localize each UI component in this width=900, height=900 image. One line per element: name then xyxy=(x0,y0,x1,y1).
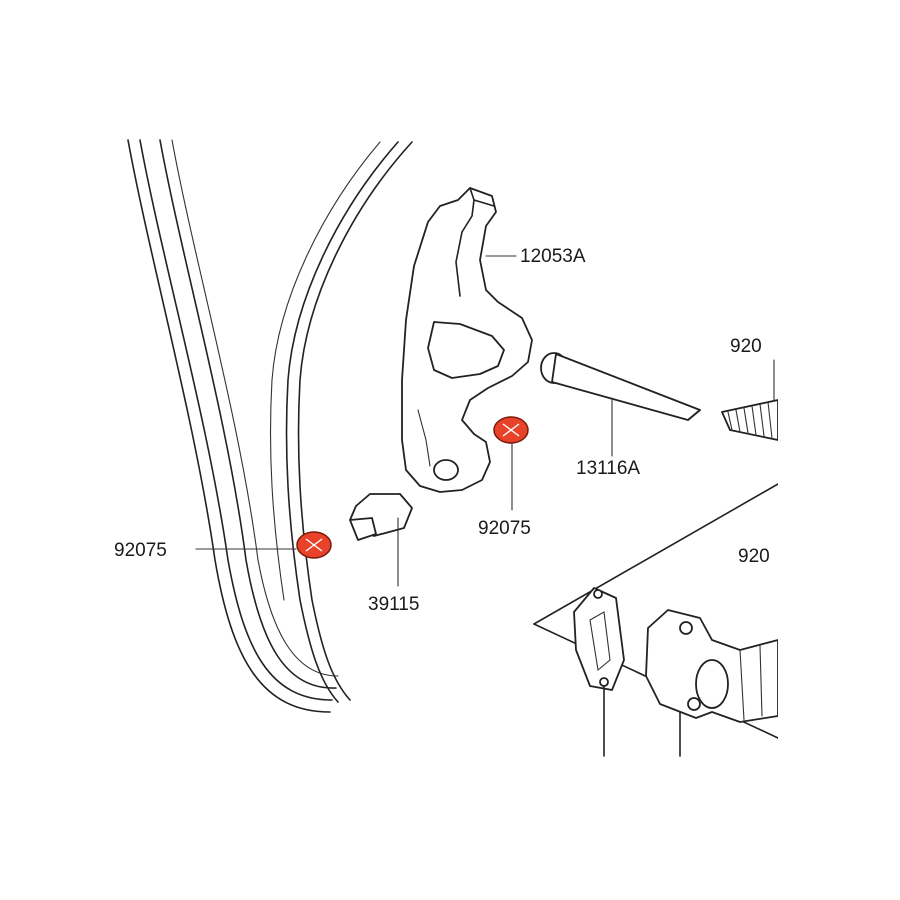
label-92075-right: 92075 xyxy=(478,518,531,539)
tensioner-spring-part xyxy=(721,399,779,441)
washer-right-icon xyxy=(493,416,529,444)
label-39115: 39115 xyxy=(368,594,419,615)
label-12053a: 12053A xyxy=(520,246,586,267)
spacer-part xyxy=(349,493,413,541)
label-920-case: 920 xyxy=(738,546,770,567)
chain-guide-part xyxy=(401,187,533,493)
label-920-spring: 920 xyxy=(730,336,762,357)
label-92075-left: 92075 xyxy=(114,540,167,561)
leader-lines xyxy=(195,255,775,587)
pivot-pin-part xyxy=(540,352,701,421)
crop-mask xyxy=(778,0,900,900)
label-13116a: 13116A xyxy=(576,458,640,479)
cylinder-housing-part xyxy=(533,483,779,757)
washer-left-icon xyxy=(296,531,332,559)
cam-chain xyxy=(127,139,413,713)
